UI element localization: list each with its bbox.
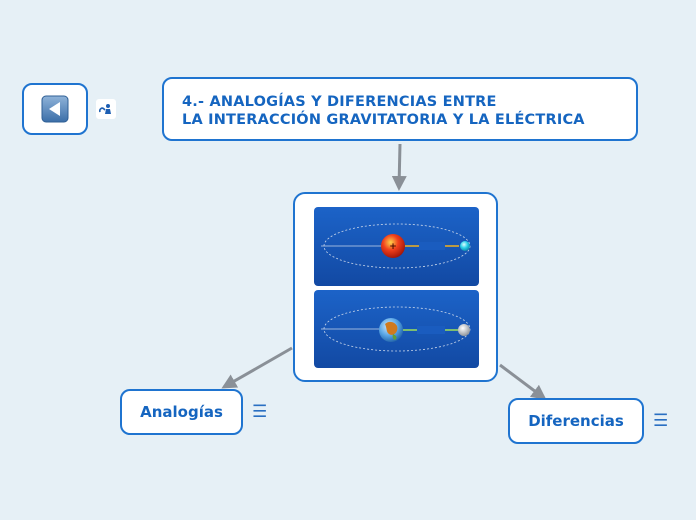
analogias-label: Analogías — [140, 403, 223, 421]
connector-image-to-diferencias — [499, 363, 547, 400]
back-arrow-icon — [41, 95, 69, 123]
svg-text:+: + — [389, 242, 397, 252]
orbit-diagram-image: + — [313, 206, 480, 369]
connector-title-to-image — [391, 143, 407, 191]
diferencias-label: Diferencias — [528, 412, 624, 430]
attachment-icon[interactable] — [96, 99, 116, 119]
menu-icon[interactable]: ☰ — [653, 411, 669, 431]
image-node[interactable]: + — [293, 192, 498, 382]
title-node[interactable]: 4.- ANALOGÍAS Y DIFERENCIAS ENTRE LA INT… — [162, 77, 638, 141]
title-line-2: LA INTERACCIÓN GRAVITATORIA Y LA ELÉCTRI… — [182, 112, 585, 128]
title-line-1: 4.- ANALOGÍAS Y DIFERENCIAS ENTRE — [182, 94, 497, 110]
back-button[interactable] — [22, 83, 88, 135]
connector-image-to-analogias — [221, 346, 293, 389]
diferencias-node[interactable]: Diferencias — [508, 398, 644, 444]
menu-icon[interactable]: ☰ — [252, 402, 268, 422]
analogias-node[interactable]: Analogías — [120, 389, 243, 435]
